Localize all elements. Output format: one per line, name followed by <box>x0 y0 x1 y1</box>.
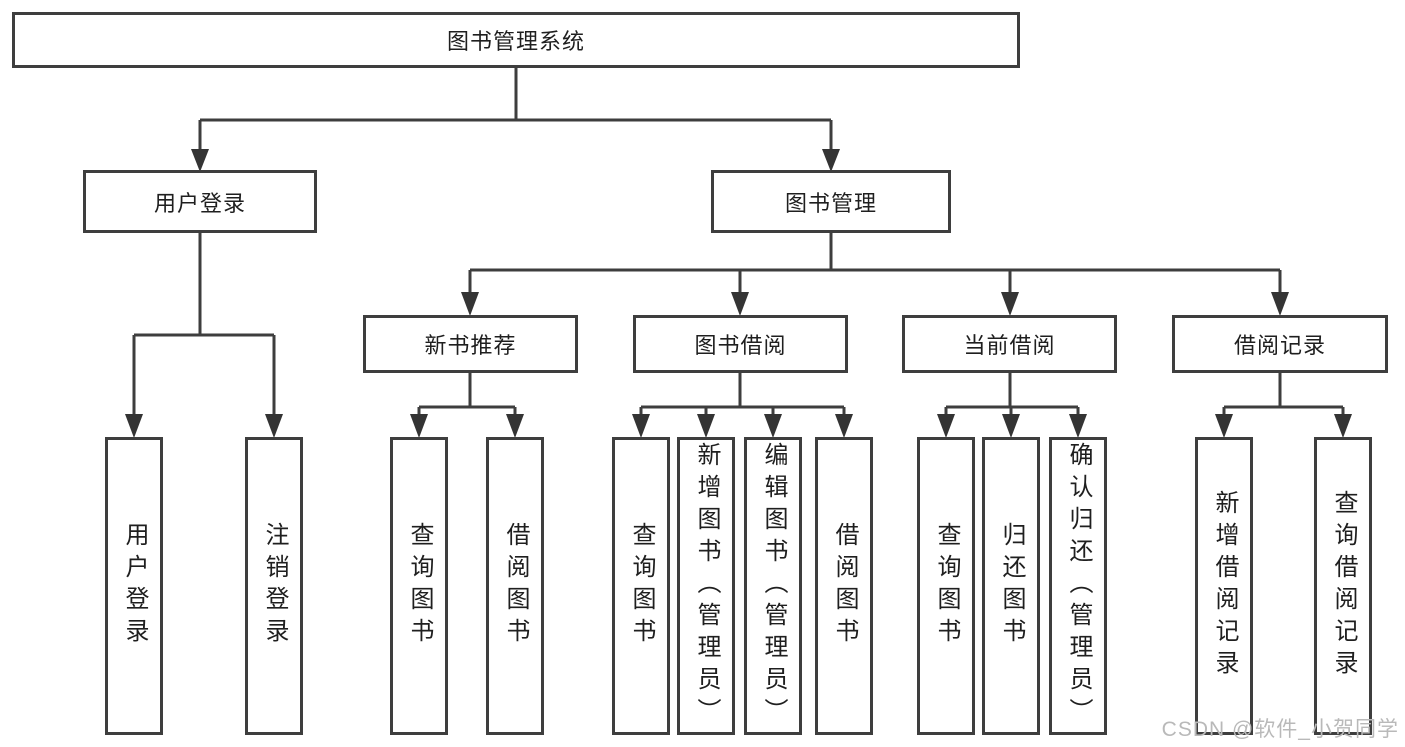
node-user-login: 用户登录 <box>83 170 317 233</box>
node-edit-book-admin: 编辑图书（管理员） <box>744 437 802 735</box>
node-current-borrowing: 当前借阅 <box>902 315 1117 373</box>
node-new-book-recommendation: 新书推荐 <box>363 315 578 373</box>
node-user-login-leaf: 用户登录 <box>105 437 163 735</box>
csdn-watermark: CSDN @软件_小贺同学 <box>1161 718 1399 741</box>
node-borrow-books-recommend: 借阅图书 <box>486 437 544 735</box>
node-confirm-return-admin: 确认归还（管理员） <box>1049 437 1107 735</box>
node-library-system: 图书管理系统 <box>12 12 1020 68</box>
node-query-books-current: 查询图书 <box>917 437 975 735</box>
node-book-borrowing: 图书借阅 <box>633 315 848 373</box>
node-add-book-admin: 新增图书（管理员） <box>677 437 735 735</box>
node-query-borrow-record: 查询借阅记录 <box>1314 437 1372 735</box>
node-logout: 注销登录 <box>245 437 303 735</box>
node-borrow-books-leaf: 借阅图书 <box>815 437 873 735</box>
node-borrowing-records: 借阅记录 <box>1172 315 1388 373</box>
node-query-books-borrowing: 查询图书 <box>612 437 670 735</box>
node-return-books: 归还图书 <box>982 437 1040 735</box>
node-query-books-recommend: 查询图书 <box>390 437 448 735</box>
node-book-management: 图书管理 <box>711 170 951 233</box>
node-add-borrow-record: 新增借阅记录 <box>1195 437 1253 735</box>
